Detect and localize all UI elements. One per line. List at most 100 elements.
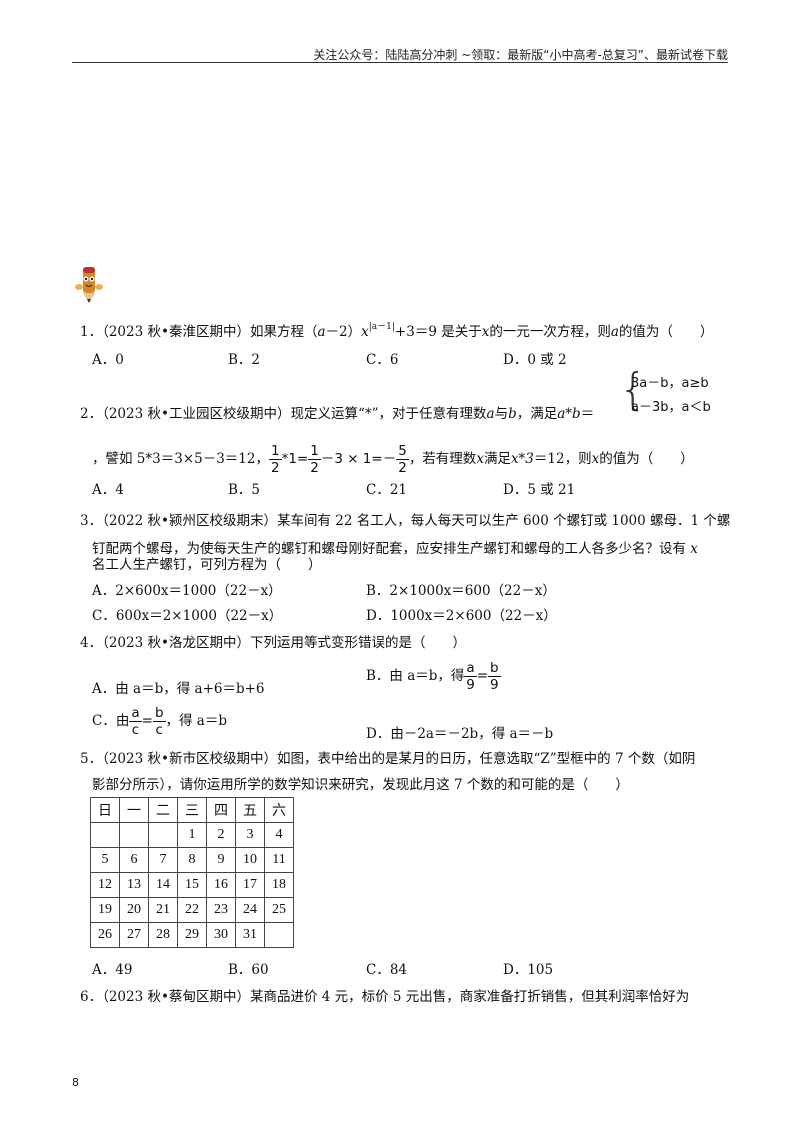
q2-star-op: *1= [281, 451, 309, 467]
calendar-cell: 26 [90, 922, 120, 948]
question-number: 3． [80, 513, 103, 529]
calendar-cell: 10 [235, 847, 265, 873]
calendar-cell: 19 [90, 897, 120, 923]
q2-minus-op: －3 × 1=－ [320, 451, 397, 467]
q3-option-a[interactable]: A．2×600x＝1000（22－x） [92, 583, 282, 599]
q2-text-post2: 满足 [483, 451, 511, 467]
q1-text-mid: －2） [325, 324, 362, 340]
q5-option-a[interactable]: A．49 [92, 962, 133, 978]
q4-text: 下列运用等式变形错误的是（ ） [249, 635, 466, 651]
q5-option-b[interactable]: B．60 [228, 962, 269, 978]
calendar-cell: 12 [90, 872, 120, 898]
q1-option-b[interactable]: B．2 [228, 352, 261, 368]
calendar-cell: 29 [177, 922, 207, 948]
calendar-cell: 1 [177, 822, 207, 848]
calendar-cell: 21 [148, 897, 178, 923]
q1-text-post2: 的一元一次方程，则 [489, 324, 611, 340]
question-4: 4．（2023 秋•洛龙区期中）下列运用等式变形错误的是（ ） [80, 631, 466, 651]
weekday-header: 三 [177, 797, 207, 823]
q2-var-a: a [486, 406, 495, 422]
q1-text-post: +3＝9 是关于 [394, 324, 482, 340]
q2-var-x3: x*3 [510, 451, 534, 467]
q2-option-a[interactable]: A．4 [92, 482, 124, 498]
question-source: （2022 秋•颍州区校级期末） [102, 513, 277, 529]
calendar-cell: 24 [235, 897, 265, 923]
calendar-cell: 2 [206, 822, 236, 848]
calendar-cell: 13 [119, 872, 149, 898]
weekday-header: 五 [235, 797, 265, 823]
calendar-row: 1 2 3 4 [90, 822, 294, 848]
q1-option-c[interactable]: C．6 [366, 352, 399, 368]
question-2: 2．（2023 秋•工业园区校级期中）现定义运算“*”，对于任意有理数a与b，满… [80, 402, 594, 422]
q4-option-a[interactable]: A．由 a＝b，得 a+6＝b+6 [92, 681, 265, 697]
question-number: 2． [80, 406, 103, 422]
q2-var-x: x [476, 451, 484, 467]
calendar-cell: 5 [90, 847, 120, 873]
calendar-cell: 28 [148, 922, 178, 948]
q1-exponent: |a－1| [368, 322, 395, 332]
q1-var-x: x [361, 324, 369, 340]
calendar-cell: 25 [264, 897, 294, 923]
q4-option-b-text: B．由 a＝b，得 [366, 668, 465, 684]
calendar-cell: 6 [119, 847, 149, 873]
question-1: 1．（2023 秋•秦淮区期中）如果方程（a－2）x|a－1|+3＝9 是关于x… [80, 319, 713, 340]
q1-option-a[interactable]: A．0 [92, 352, 124, 368]
q5-line-2: 影部分所示），请你运用所学的数学知识来研究，发现此月这 7 个数的和可能的是（ … [92, 777, 629, 793]
q3-line-3: 名工人生产螺钉，可列方程为（ ） [92, 557, 322, 573]
question-6: 6．（2023 秋•蔡甸区期中）某商品进价 4 元，标价 5 元出售，商家准备打… [80, 985, 689, 1005]
q3-option-c[interactable]: C．600x＝2×1000（22－x） [92, 608, 283, 624]
question-source: （2023 秋•秦淮区期中） [102, 324, 250, 340]
brace-glyph: { [619, 364, 647, 415]
q2-var-x4: x [591, 451, 600, 467]
q2-option-b[interactable]: B．5 [228, 482, 261, 498]
q3-line-2: 钉配两个螺母，为使每天生产的螺钉和螺母刚好配套，应安排生产螺钉和螺母的工人各多少… [92, 537, 698, 557]
q3-option-d[interactable]: D．1000x＝2×600（22－x） [366, 608, 557, 624]
q3-line-1: 某车间有 22 名工人，每人每天可以生产 600 个螺钉或 1000 螺母．1 … [276, 513, 731, 529]
calendar-cell: 20 [119, 897, 149, 923]
calendar-cell: 15 [177, 872, 207, 898]
q1-text-post3: 的值为（ ） [618, 324, 714, 340]
q5-option-d[interactable]: D．105 [503, 962, 554, 978]
page-number: 8 [72, 1076, 79, 1089]
q2-case-1: 3a－b，a≥b [631, 376, 709, 391]
q5-line-1: 如图，表中给出的是某月的日历，任意选取“Z”型框中的 7 个数（如阴 [276, 751, 696, 767]
calendar-cell: 30 [206, 922, 236, 948]
calendar-table: 日 一 二 三 四 五 六 1 2 3 4 5 6 7 8 9 10 11 12… [90, 797, 294, 948]
q3-var-x: x [690, 541, 698, 557]
question-3: 3．（2022 秋•颍州区校级期末）某车间有 22 名工人，每人每天可以生产 6… [80, 509, 730, 529]
calendar-cell: 18 [264, 872, 294, 898]
weekday-header: 四 [206, 797, 236, 823]
q4-option-d[interactable]: D．由－2a＝－2b，得 a＝－b [366, 726, 554, 742]
calendar-header-row: 日 一 二 三 四 五 六 [90, 797, 294, 823]
q6-text: 某商品进价 4 元，标价 5 元出售，商家准备打折销售，但其利润率恰好为 [249, 989, 690, 1005]
q3-option-b[interactable]: B．2×1000x＝600（22－x） [366, 583, 556, 599]
q5-option-c[interactable]: C．84 [366, 962, 408, 978]
q2-option-c[interactable]: C．21 [366, 482, 408, 498]
calendar-row: 26 27 28 29 30 31 [90, 922, 294, 948]
q2-var-b: b [508, 406, 517, 422]
calendar-cell: 22 [177, 897, 207, 923]
weekday-header: 六 [264, 797, 294, 823]
calendar-row: 19 20 21 22 23 24 25 [90, 897, 294, 923]
q1-var-a2: a [610, 324, 619, 340]
question-5: 5．（2023 秋•新市区校级期中）如图，表中给出的是某月的日历，任意选取“Z”… [80, 747, 695, 767]
q1-var-x2: x [481, 324, 490, 340]
calendar-cell [264, 922, 294, 948]
equals-sign: = [476, 668, 488, 684]
calendar-cell: 14 [148, 872, 178, 898]
q2-text-post3: ＝12，则 [533, 451, 592, 467]
calendar-row: 12 13 14 15 16 17 18 [90, 872, 294, 898]
calendar-cell: 7 [148, 847, 178, 873]
calendar-cell: 8 [177, 847, 207, 873]
question-source: （2023 秋•洛龙区期中） [102, 635, 250, 651]
q1-option-d[interactable]: D．0 或 2 [503, 352, 567, 368]
question-number: 6． [80, 989, 103, 1005]
q2-option-d[interactable]: D．5 或 21 [503, 482, 576, 498]
q4-option-c-text: C．由 [92, 713, 130, 729]
